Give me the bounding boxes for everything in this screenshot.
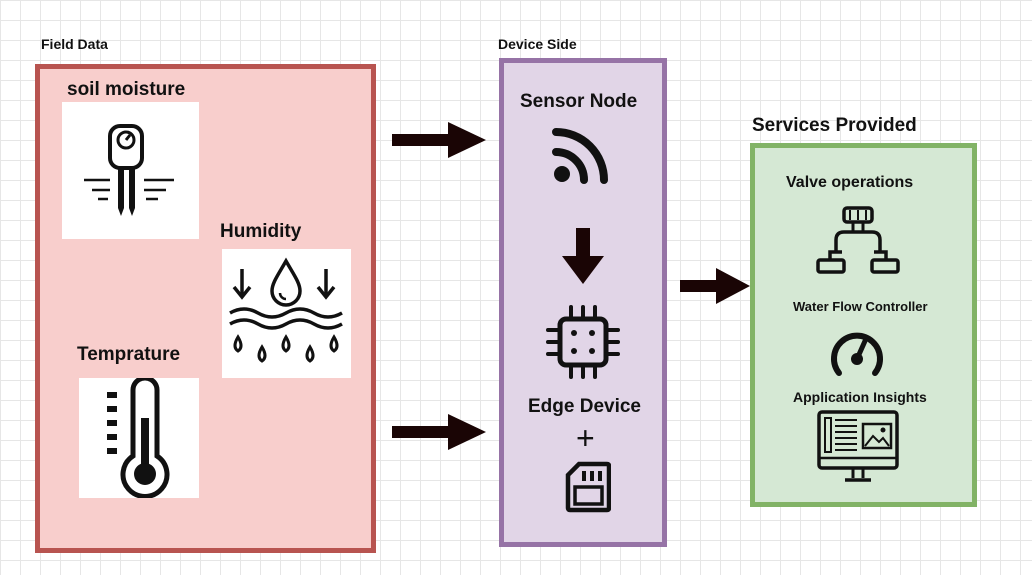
field-data-title: Field Data <box>41 36 108 52</box>
application-insights-label: Application Insights <box>793 389 927 405</box>
microchip-icon <box>546 305 620 379</box>
temperature-tile[interactable] <box>79 378 199 498</box>
arrow-field-to-sensor <box>392 122 486 158</box>
gauge-icon <box>831 332 883 376</box>
plus-sign: + <box>576 420 595 456</box>
valve-icon <box>816 206 900 274</box>
soil-moisture-tile[interactable] <box>62 102 199 239</box>
wifi-signal-icon <box>552 128 608 184</box>
arrow-field-to-edge <box>392 414 486 450</box>
water-flow-controller-label: Water Flow Controller <box>793 299 928 314</box>
arrow-sensor-to-edge <box>562 228 604 284</box>
soil-moisture-sensor-icon <box>84 124 174 216</box>
valve-operations-label: Valve operations <box>786 174 914 191</box>
humidity-tile[interactable] <box>222 249 351 378</box>
arrow-device-to-services <box>680 268 750 304</box>
thermometer-icon <box>107 378 170 498</box>
sensor-node-label: Sensor Node <box>520 91 638 112</box>
monitor-dashboard-icon <box>817 410 899 482</box>
edge-device-label: Edge Device <box>528 396 641 417</box>
services-provided-title: Services Provided <box>752 115 917 136</box>
sd-card-icon <box>565 461 611 513</box>
humidity-icon <box>229 257 343 363</box>
soil-moisture-label: soil moisture <box>67 79 186 100</box>
device-side-title: Device Side <box>498 36 577 52</box>
humidity-label: Humidity <box>220 221 302 242</box>
temperature-label: Temprature <box>77 344 181 365</box>
